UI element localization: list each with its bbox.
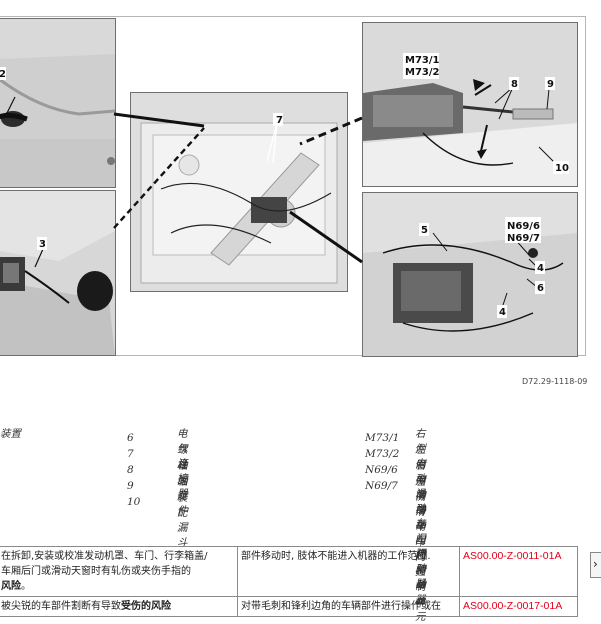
warning-code-link[interactable]: AS00.00-Z-0011-01A — [459, 546, 578, 597]
photo-control-unit: 5 N69/6 N69/7 4 6 4 — [362, 192, 578, 357]
callout-2: 2 — [0, 69, 6, 80]
legend-col1-item: 装置 — [0, 428, 21, 440]
figure-code: D72.29-1118-09 — [522, 377, 588, 386]
warning-risk-cell: 被尖锐的车部件割断有导致受伤的风险 — [0, 596, 238, 617]
callout-4-lower: 4 — [499, 307, 506, 318]
photo-lower-rail: 3 — [0, 190, 116, 356]
callout-n69-7: N69/7 — [507, 233, 540, 244]
warning-row: 在拆卸,安装或校准发动机罩、车门、行李箱盖/ 车厢后门或滑动天窗时有轧伤或夹伤手… — [0, 546, 578, 597]
callout-6: 6 — [537, 283, 544, 294]
photo-rear-handle: 2 — [0, 18, 116, 188]
callout-m73-2: M73/2 — [405, 67, 440, 78]
photo-door-drive: M73/1 M73/2 8 9 10 — [362, 22, 578, 187]
warning-code-link[interactable]: AS00.00-Z-0017-01A — [459, 596, 578, 617]
callout-4-upper: 4 — [537, 263, 544, 274]
warning-row: 被尖锐的车部件割断有导致受伤的风险 对带毛刺和锋利边角的车辆部件进行操作或在 A… — [0, 596, 578, 617]
chevron-right-icon: › — [593, 557, 598, 571]
callout-n69-6: N69/6 — [507, 221, 540, 232]
callout-7: 7 — [276, 115, 283, 126]
photo-sliding-door-interior: 7 — [130, 92, 348, 292]
callout-9: 9 — [547, 79, 554, 90]
warning-measure-cell: 对带毛刺和锋利边角的车辆部件进行操作或在 — [237, 596, 460, 617]
callout-8: 8 — [511, 79, 518, 90]
callout-5: 5 — [421, 225, 428, 236]
warning-measure-cell: 部件移动时, 肢体不能进入机器的工作范围. — [237, 546, 460, 597]
warning-risk-cell: 在拆卸,安装或校准发动机罩、车门、行李箱盖/ 车厢后门或滑动天窗时有轧伤或夹伤手… — [0, 546, 238, 597]
warning-table: 在拆卸,安装或校准发动机罩、车门、行李箱盖/ 车厢后门或滑动天窗时有轧伤或夹伤手… — [0, 546, 578, 617]
callout-10: 10 — [555, 163, 569, 174]
scroll-tab[interactable]: › — [590, 552, 601, 578]
callout-m73-1: M73/1 — [405, 55, 440, 66]
callout-3: 3 — [39, 239, 46, 250]
